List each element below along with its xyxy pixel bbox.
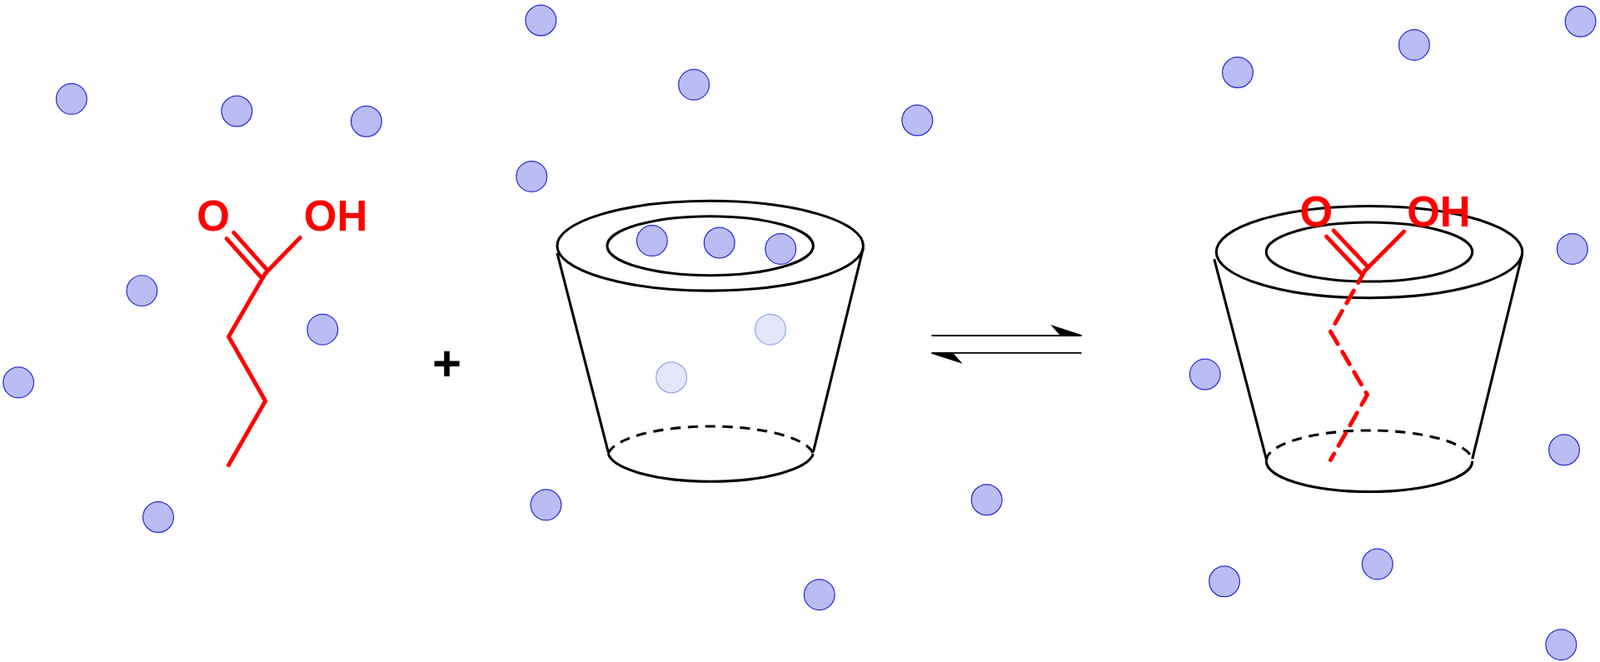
cyclodextrin (557, 200, 863, 482)
water-molecule (1209, 566, 1241, 598)
cone-side (557, 253, 609, 453)
equilibrium-arrows (932, 326, 1082, 363)
carbon-chain (229, 273, 266, 465)
cone-rim-inner (607, 216, 813, 276)
water-molecule (765, 234, 797, 265)
oxygen-label: O (1300, 190, 1334, 234)
hydroxyl-label: OH (304, 194, 369, 238)
cone-bottom-front (1266, 461, 1472, 493)
water-molecule (1399, 29, 1431, 61)
cone-rim-outer (557, 200, 863, 291)
water-molecule (1189, 358, 1221, 390)
water-molecule (703, 227, 735, 259)
water-molecule (143, 502, 175, 534)
water-molecule (678, 69, 710, 100)
cone-bottom-back (608, 426, 813, 454)
water-molecule (126, 275, 158, 307)
guest-molecule (1326, 230, 1405, 461)
water-molecule (530, 489, 562, 521)
water-molecule (307, 314, 339, 345)
water-molecule (56, 83, 88, 115)
water-molecule (516, 161, 548, 193)
water-molecule (221, 95, 253, 127)
water-molecule (3, 367, 35, 399)
water-molecule (902, 104, 933, 136)
water-molecule (1222, 57, 1254, 89)
cone-side (812, 248, 863, 453)
water-molecule (1545, 629, 1577, 661)
water-molecule (1556, 234, 1588, 265)
cone-bottom-front (608, 453, 813, 482)
water-molecule (525, 4, 557, 36)
cone-side (1214, 259, 1267, 459)
water-molecule (1361, 548, 1393, 580)
single-bond (1365, 231, 1405, 271)
water-molecule (637, 225, 668, 257)
cone-rim-outer (1216, 205, 1522, 298)
cone-bottom-back (1266, 430, 1472, 462)
double-bond (226, 239, 260, 277)
forward-arrow (932, 334, 1081, 337)
double-bond (1326, 236, 1362, 274)
water-molecules (3, 4, 1596, 660)
water-molecule (1549, 434, 1581, 466)
water-molecule (803, 579, 835, 611)
half-arrowhead (1052, 326, 1082, 336)
single-bond (265, 237, 301, 274)
water-molecule (971, 484, 1002, 516)
half-arrowhead (932, 353, 961, 363)
reverse-arrow (933, 352, 1082, 354)
butanoic-acid (226, 232, 300, 465)
water-molecule-inside (656, 362, 688, 394)
oxygen-label: O (196, 194, 230, 238)
plus-sign: + (432, 338, 462, 389)
hydroxyl-label: OH (1406, 190, 1471, 234)
water-molecule-inside (755, 314, 787, 345)
water-molecule (1565, 5, 1596, 37)
hidden-carbon-chain (1330, 270, 1367, 461)
water-molecule (351, 105, 383, 137)
inclusion-complex (1214, 205, 1523, 492)
